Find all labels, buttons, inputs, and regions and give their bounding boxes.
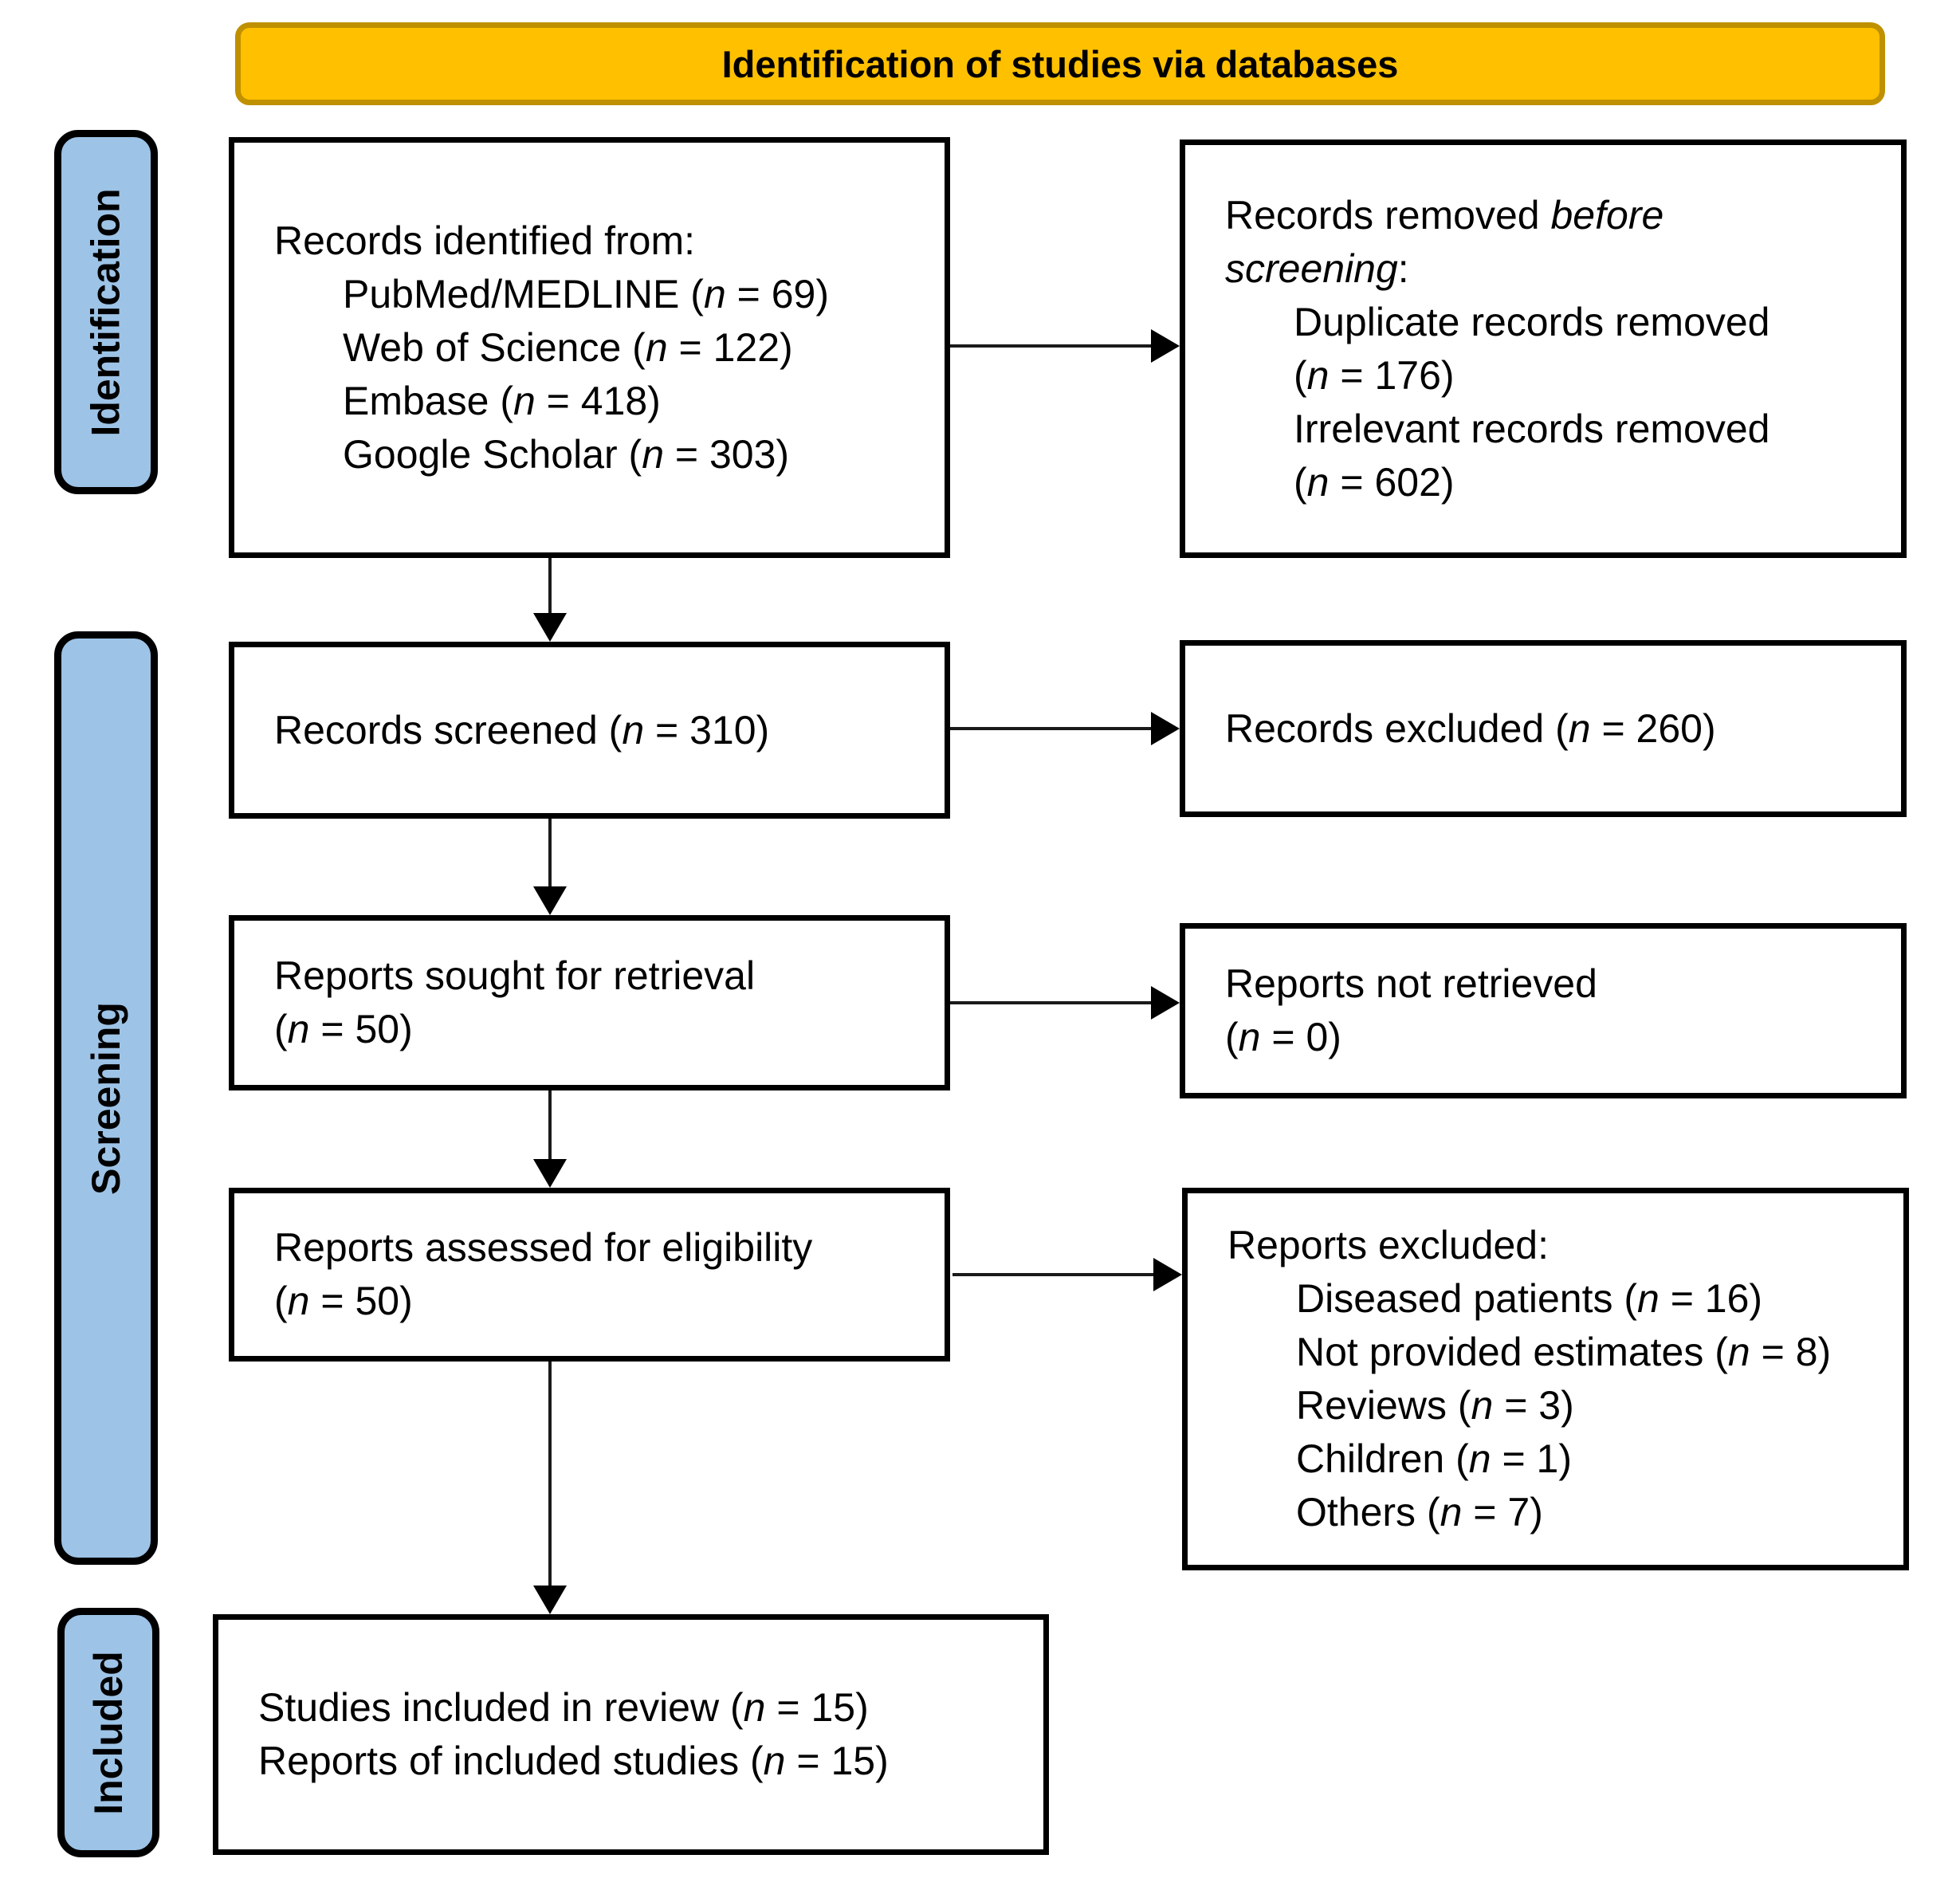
box-text-line: Diseased patients (n = 16) bbox=[1296, 1276, 1763, 1321]
box-records-excluded: Records excluded (n = 260) bbox=[1180, 640, 1907, 817]
box-text-line: Google Scholar (n = 303) bbox=[343, 431, 790, 477]
box-reports-not-retrieved: Reports not retrieved (n = 0) bbox=[1180, 923, 1907, 1098]
box-text-line: Irrelevant records removed bbox=[1294, 406, 1770, 451]
box-text-line: Children (n = 1) bbox=[1296, 1436, 1573, 1481]
box-text-line: Reports excluded: bbox=[1227, 1223, 1550, 1267]
arrowhead-right-icon bbox=[1151, 712, 1180, 745]
box-text-line: Not provided estimates (n = 8) bbox=[1296, 1330, 1832, 1374]
stage-label-identification: Identification bbox=[54, 130, 158, 494]
box-records-identified: Records identified from: PubMed/MEDLINE … bbox=[229, 137, 950, 558]
stage-label-screening: Screening bbox=[54, 631, 158, 1565]
box-reports-excluded: Reports excluded: Diseased patients (n =… bbox=[1182, 1188, 1909, 1570]
box-text-line: (n = 602) bbox=[1294, 459, 1455, 505]
box-text-line: Reviews (n = 3) bbox=[1296, 1383, 1574, 1428]
arrow-screened-to-excluded bbox=[950, 711, 1180, 746]
arrow-assessed-to-included bbox=[532, 1362, 568, 1614]
box-text-line: Reports of included studies (n = 15) bbox=[258, 1739, 889, 1783]
arrowhead-down-icon bbox=[533, 1159, 567, 1188]
arrow-identified-to-removed bbox=[950, 328, 1180, 363]
box-text-line: Records screened (n = 310) bbox=[274, 707, 770, 752]
arrow-shaft bbox=[548, 1362, 552, 1590]
arrow-shaft bbox=[548, 819, 552, 891]
diagram-title: Identification of studies via databases bbox=[721, 42, 1399, 85]
arrowhead-down-icon bbox=[533, 613, 567, 642]
box-records-screened: Records screened (n = 310) bbox=[229, 642, 950, 819]
arrow-assessed-to-reports-excluded bbox=[953, 1257, 1182, 1292]
arrow-shaft bbox=[548, 558, 552, 618]
box-text-line: Records removed before bbox=[1225, 192, 1664, 238]
box-text-line: (n = 176) bbox=[1294, 352, 1455, 398]
box-text-line: Records excluded (n = 260) bbox=[1225, 705, 1716, 751]
box-records-removed-before-screening: Records removed before screening: Duplic… bbox=[1180, 139, 1907, 558]
box-text-line: Records identified from: bbox=[274, 218, 696, 263]
arrow-sought-to-not-retrieved bbox=[950, 985, 1180, 1020]
box-text-line: PubMed/MEDLINE (n = 69) bbox=[343, 271, 829, 316]
box-text-line: (n = 0) bbox=[1225, 1015, 1341, 1059]
stage-label-included: Included bbox=[57, 1608, 159, 1857]
box-reports-sought: Reports sought for retrieval (n = 50) bbox=[229, 915, 950, 1090]
arrow-shaft bbox=[950, 727, 1156, 730]
box-text-line: Others (n = 7) bbox=[1296, 1490, 1543, 1534]
box-reports-assessed: Reports assessed for eligibility (n = 50… bbox=[229, 1188, 950, 1362]
arrowhead-down-icon bbox=[533, 886, 567, 915]
box-text-line: (n = 50) bbox=[274, 1007, 413, 1051]
box-text-line: Reports assessed for eligibility bbox=[274, 1225, 813, 1270]
box-text-line: Reports not retrieved bbox=[1225, 961, 1597, 1006]
box-text-line: Studies included in review (n = 15) bbox=[258, 1685, 869, 1730]
box-text-line: (n = 50) bbox=[274, 1279, 413, 1323]
arrow-shaft bbox=[953, 1273, 1158, 1276]
arrowhead-down-icon bbox=[533, 1586, 567, 1614]
box-text-line: Reports sought for retrieval bbox=[274, 953, 756, 998]
arrowhead-right-icon bbox=[1151, 329, 1180, 363]
arrow-sought-to-assessed bbox=[532, 1090, 568, 1188]
box-text-line: screening: bbox=[1225, 246, 1409, 291]
arrow-shaft bbox=[548, 1090, 552, 1164]
arrow-shaft bbox=[950, 344, 1156, 348]
box-studies-included: Studies included in review (n = 15) Repo… bbox=[213, 1614, 1049, 1855]
arrowhead-right-icon bbox=[1151, 986, 1180, 1020]
title-banner: Identification of studies via databases bbox=[235, 22, 1885, 105]
arrowhead-right-icon bbox=[1153, 1258, 1182, 1291]
box-text-line: Embase (n = 418) bbox=[343, 378, 661, 423]
arrow-identified-to-screened bbox=[532, 558, 568, 642]
box-text-line: Duplicate records removed bbox=[1294, 299, 1770, 344]
box-text-line: Web of Science (n = 122) bbox=[343, 324, 793, 370]
arrow-shaft bbox=[950, 1001, 1156, 1004]
arrow-screened-to-sought bbox=[532, 819, 568, 915]
